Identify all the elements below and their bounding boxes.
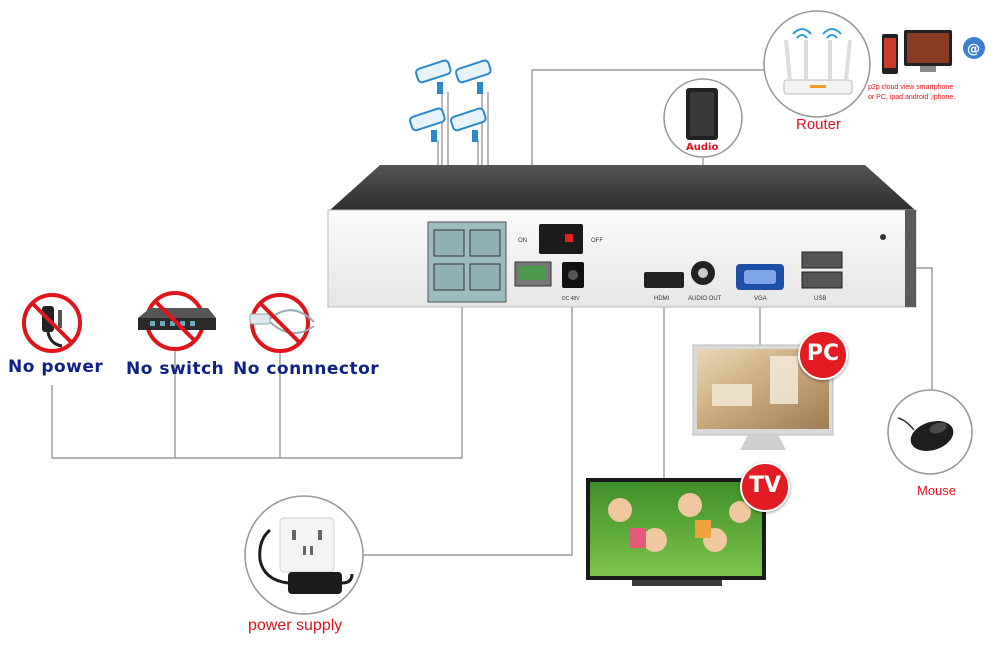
p2p-caption-line-1: p2p cloud view smartphone	[868, 84, 954, 91]
tv-badge: TV	[740, 462, 790, 512]
no-power-item	[22, 293, 82, 353]
cameras	[409, 59, 492, 142]
audio-label: Audio	[686, 142, 719, 153]
p2p-caption-line-2: or PC, ipad android ,iphone.	[868, 94, 956, 101]
nvr-device: ON OFF HDMI AUDIO OUT VGA DC 48V USB	[327, 165, 917, 308]
switch-icon	[138, 308, 216, 330]
power-adapter-icon	[258, 528, 354, 594]
reset-hole	[880, 234, 886, 240]
wire-no-bus	[51, 300, 463, 459]
audio-out-jack-inner	[698, 268, 708, 278]
poe-port-4	[469, 263, 501, 291]
tv-screen	[590, 482, 762, 576]
poe-port-1	[433, 229, 465, 257]
power-switch-red-dot	[565, 234, 573, 242]
nvr-top-panel	[330, 165, 915, 210]
svg-text:@: @	[967, 42, 980, 57]
speaker-icon	[686, 88, 718, 140]
audio-item	[663, 78, 743, 158]
camera-icon-4	[450, 107, 487, 142]
no-switch-label: No switch	[126, 359, 225, 379]
poe-port-3	[433, 263, 465, 291]
usb-port-2	[801, 271, 843, 289]
port-label-vga: VGA	[754, 296, 767, 302]
power-supply-label: power supply	[248, 617, 343, 634]
no-switch-item	[138, 291, 216, 351]
port-label-on: ON	[518, 238, 527, 244]
port-label-audio-out: AUDIO OUT	[688, 296, 722, 302]
port-label-hdmi: HDMI	[654, 296, 670, 302]
usb-port-icon	[801, 251, 843, 269]
tv-item	[586, 478, 766, 586]
wall-socket-icon	[279, 517, 335, 573]
pc-item	[692, 344, 834, 450]
port-label-usb: USB	[814, 296, 826, 302]
no-connector-item	[249, 293, 315, 353]
port-label-off: OFF	[591, 238, 603, 244]
mouse-label: Mouse	[917, 483, 957, 498]
mobile-devices-icon: @	[882, 30, 985, 74]
poe-port-2	[469, 229, 501, 257]
nvr-right-side	[905, 210, 916, 307]
wire-power	[362, 300, 573, 556]
dc-jack-hole	[568, 270, 578, 280]
tv-stand	[632, 580, 722, 586]
camera-icon	[415, 59, 452, 94]
router-icon	[783, 28, 853, 95]
router-label: Router	[796, 116, 842, 133]
power-supply-item	[244, 495, 364, 615]
camera-icon-2	[455, 59, 492, 94]
router-item	[763, 10, 871, 118]
ethernet-port-inner	[520, 266, 546, 280]
hdmi-port-icon	[644, 272, 684, 288]
mouse-item	[887, 389, 973, 475]
camera-icon-3	[409, 107, 446, 142]
pc-badge: PC	[798, 330, 848, 380]
port-label-dc: DC 48V	[562, 296, 580, 302]
no-power-label: No power	[8, 357, 104, 377]
no-connector-label: No connnector	[233, 359, 380, 379]
pc-stand	[740, 435, 786, 450]
vga-port-inner	[744, 270, 776, 284]
power-switch	[539, 224, 583, 254]
mouse-icon	[897, 417, 954, 451]
